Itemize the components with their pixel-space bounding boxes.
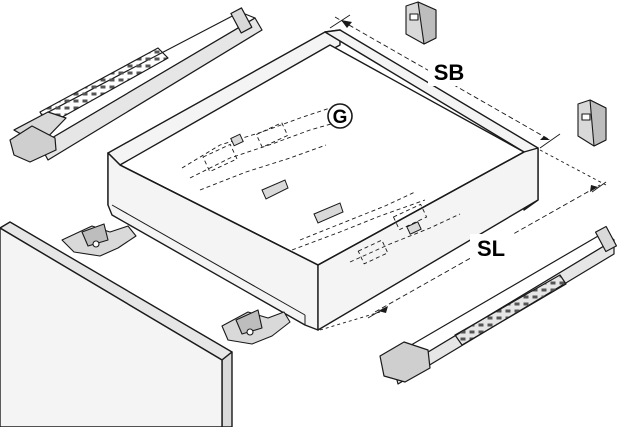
left-runner [9,7,263,163]
drawer-interior-parts [230,133,422,235]
front-bracket-left [61,223,137,257]
sl-label-bg [470,234,512,262]
drawer-box [107,29,539,331]
sl-dimension-label: SL [477,236,505,261]
right-runner [379,225,618,385]
rear-bracket-right [577,99,607,147]
sb-dimension-label: SB [434,60,465,85]
front-bracket-right [221,309,291,345]
callout-circle-icon [327,103,353,129]
sb-label-bg [428,58,470,86]
callout-g: G [327,103,353,129]
hidden-fittings [181,107,461,265]
rear-bracket-top [405,1,437,45]
callout-label: G [333,107,348,128]
